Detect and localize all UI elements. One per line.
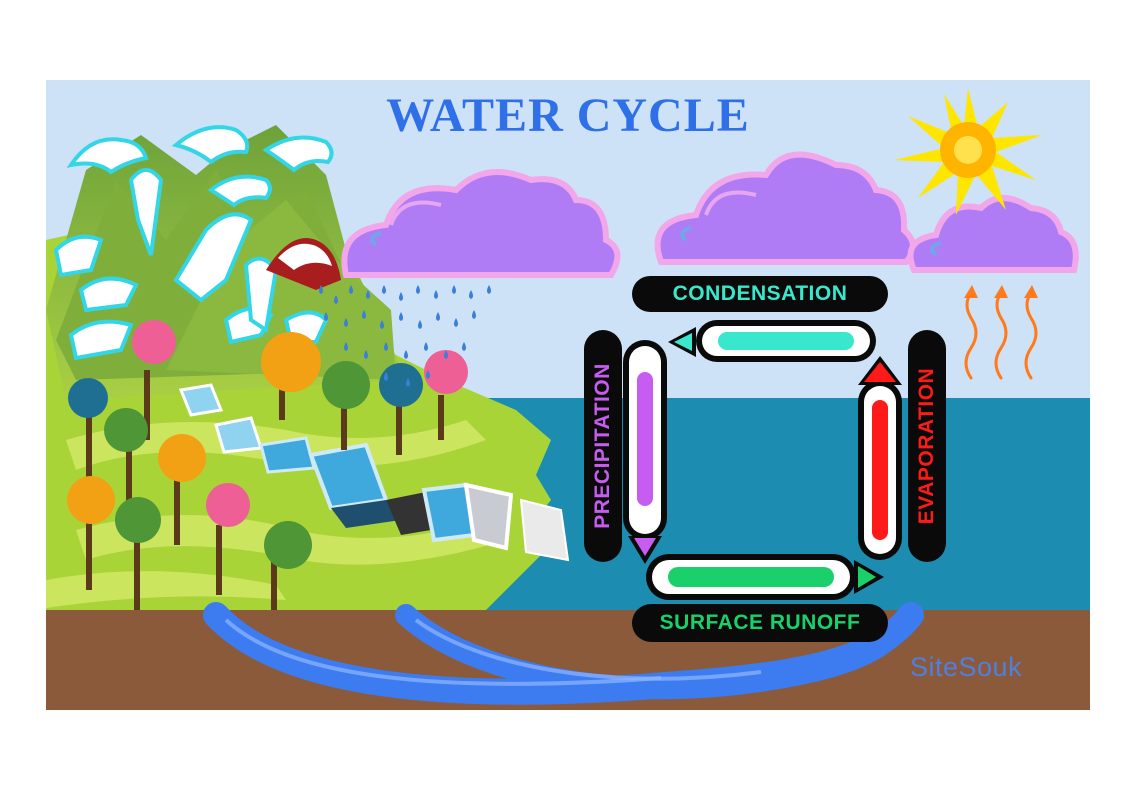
label-condensation-text: CONDENSATION <box>672 282 848 305</box>
sun-icon <box>894 88 1042 215</box>
heat-wave-icon <box>964 291 1038 380</box>
label-condensation: CONDENSATION <box>632 276 888 312</box>
cycle-arrow-surface-runoff <box>646 554 884 600</box>
tree-icon <box>67 320 468 610</box>
river-icon <box>178 383 570 562</box>
label-precipitation: PRECIPITATION <box>584 330 622 562</box>
label-precipitation-text: PRECIPITATION <box>591 363 614 529</box>
hill-band <box>46 571 286 608</box>
cloud-icon <box>907 195 1079 273</box>
cloud-icon <box>341 169 621 278</box>
cycle-arrow-precipitation <box>623 340 667 564</box>
watermark: SiteSouk <box>910 652 1023 682</box>
groundwater-channel <box>395 604 917 700</box>
cloud-icon <box>654 151 916 265</box>
label-surface-runoff-text: SURFACE RUNOFF <box>659 611 861 634</box>
water-cycle-scene: WATER CYCLE CONDENSATION SURFACE RUNOFF … <box>46 80 1090 710</box>
label-evaporation-text: EVAPORATION <box>915 367 938 525</box>
label-evaporation: EVAPORATION <box>908 330 946 562</box>
cycle-arrow-evaporation <box>858 356 902 560</box>
label-surface-runoff: SURFACE RUNOFF <box>632 604 888 642</box>
rain-icon <box>319 285 491 387</box>
page-title: WATER CYCLE <box>386 89 750 142</box>
cycle-arrow-condensation <box>668 320 876 362</box>
